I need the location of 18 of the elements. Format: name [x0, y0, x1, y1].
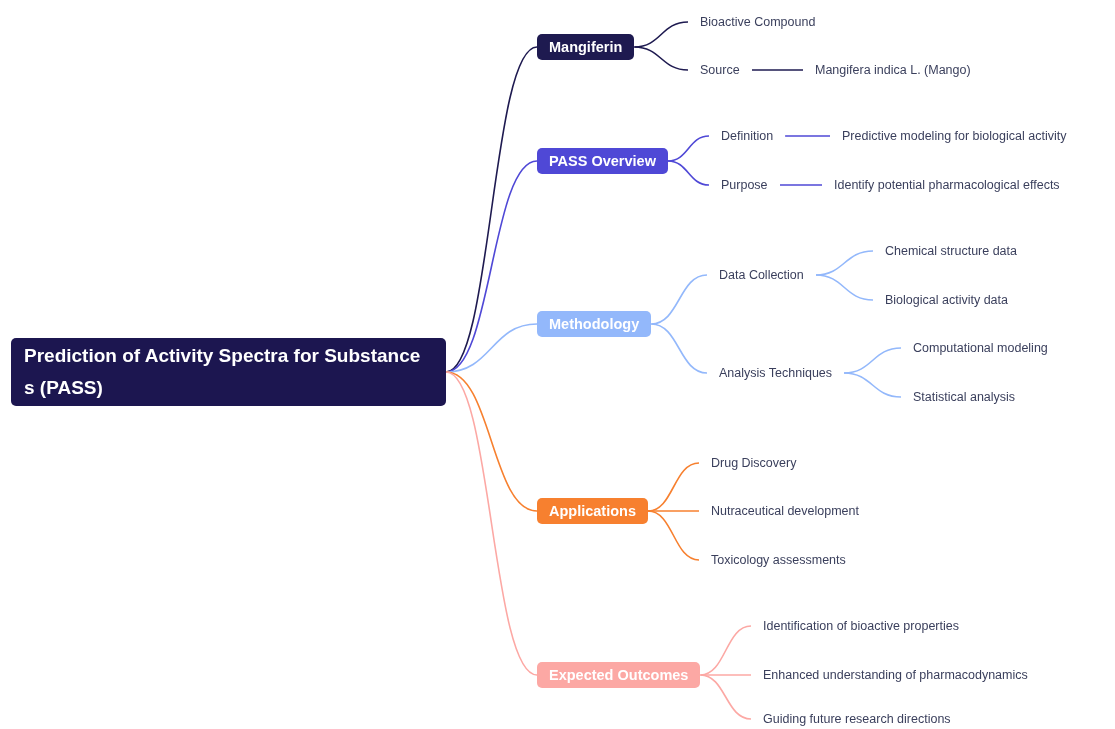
connector-line — [814, 274, 874, 301]
topic-box: Applications — [537, 498, 648, 524]
connector-line — [647, 510, 700, 561]
topic-box: Mangiferin — [537, 34, 635, 60]
topic-box: PASS Overview — [537, 148, 668, 174]
connector-line — [650, 323, 708, 374]
connector-line — [699, 674, 752, 720]
root-topic-box: Prediction of Activity Spectra for Substance s (PASS) — [11, 338, 446, 406]
connector-line — [445, 371, 538, 676]
connector-line — [843, 372, 902, 398]
connector-line — [778, 184, 823, 186]
topic-box: Methodology — [537, 311, 652, 337]
connector-line — [633, 46, 689, 71]
connector-line — [750, 69, 804, 71]
topic-box: Expected Outcomes — [537, 662, 701, 688]
connector-line — [784, 135, 831, 137]
connector-line — [445, 371, 538, 512]
connector-line — [667, 160, 710, 186]
